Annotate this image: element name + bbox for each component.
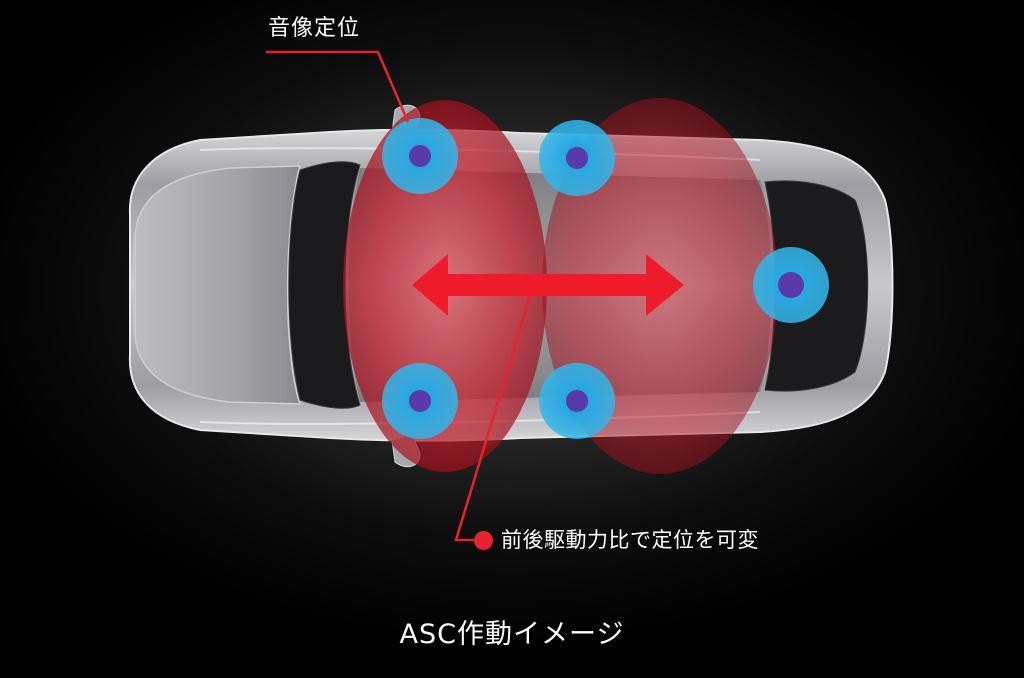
leader-line-sound-image <box>266 50 410 123</box>
variable-positioning-label: 前後駆動力比で定位を可変 <box>474 524 759 556</box>
speaker-icon <box>539 363 615 439</box>
sound-image-label: 音像定位 <box>268 16 361 41</box>
speaker-icon <box>753 247 829 323</box>
figure-caption: ASC作動イメージ <box>399 619 625 650</box>
speaker-icon <box>382 118 458 194</box>
speaker-icon <box>539 120 615 196</box>
double-headed-arrow-icon <box>412 254 684 316</box>
leader-line-variable <box>454 295 532 542</box>
red-dot-icon <box>474 530 493 550</box>
variable-positioning-text: 前後駆動力比で定位を可変 <box>501 528 759 552</box>
speaker-icon <box>382 363 458 439</box>
